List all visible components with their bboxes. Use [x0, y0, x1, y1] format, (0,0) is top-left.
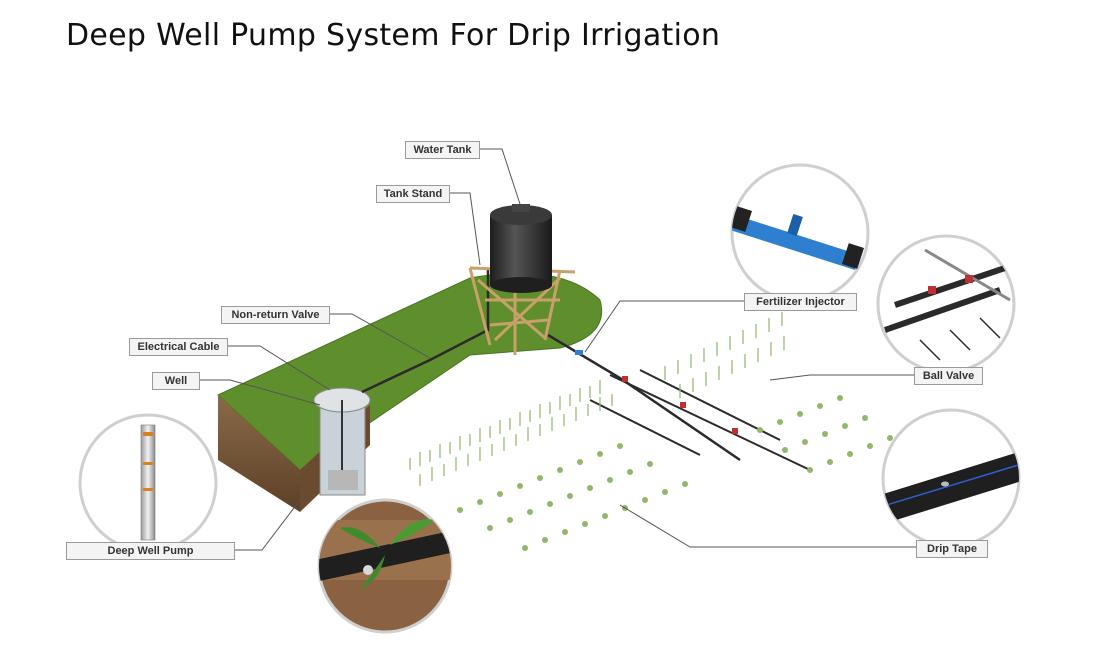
ball-valve-detail-circle [876, 234, 1016, 374]
label-fertilizer-injector: Fertilizer Injector [744, 293, 857, 311]
label-well: Well [152, 372, 200, 390]
main-line [547, 333, 741, 462]
drip-emitter-detail-circle [317, 498, 453, 634]
water-tank [490, 204, 552, 293]
label-non-return-valve: Non-return Valve [221, 306, 330, 324]
corn-field-left [409, 380, 613, 486]
valve-marks [622, 376, 738, 434]
fertilizer-injector-detail-circle [730, 163, 870, 303]
drip-tape-detail-circle [881, 408, 1021, 548]
label-water-tank: Water Tank [405, 141, 480, 159]
corn-field-right [664, 312, 785, 398]
label-drip-tape: Drip Tape [916, 540, 988, 558]
well [313, 387, 371, 496]
seedling-field-right [757, 395, 893, 473]
label-electrical-cable: Electrical Cable [129, 338, 228, 356]
grass-strip [217, 272, 602, 471]
label-deep-well-pump: Deep Well Pump [66, 542, 235, 560]
seedling-field-left [457, 443, 688, 551]
injector-mark [575, 350, 583, 355]
label-tank-stand: Tank Stand [376, 185, 450, 203]
sub-main-lines [589, 369, 811, 471]
label-ball-valve: Ball Valve [914, 367, 983, 385]
leader-lines [198, 148, 916, 551]
pump-detail-circle [78, 413, 218, 553]
diagram-title: Deep Well Pump System For Drip Irrigatio… [66, 18, 721, 53]
